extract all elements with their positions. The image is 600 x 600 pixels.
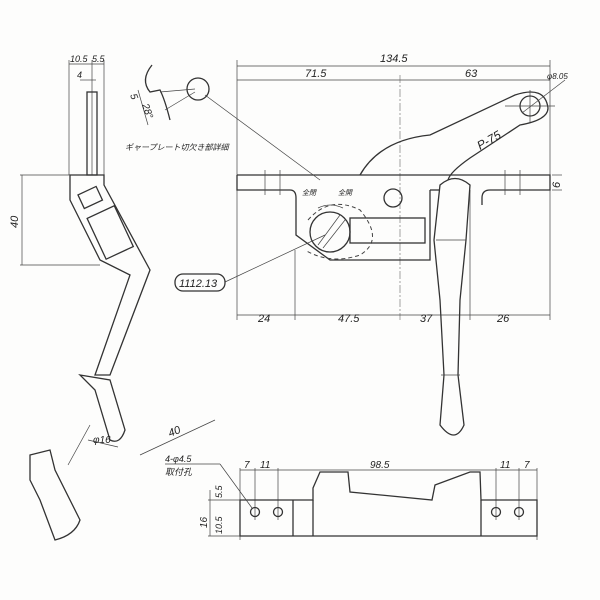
- lever-pitch: P-75: [475, 128, 504, 153]
- notch-detail: 5 28° ギャープレート切欠き部詳細: [125, 64, 231, 152]
- detail-caption: ギャープレート切欠き部詳細: [125, 143, 231, 152]
- detail-angle: 28°: [139, 101, 155, 120]
- dim-bottom-top-1: 7: [244, 460, 250, 471]
- dim-side-2: 16: [199, 516, 210, 528]
- detail-dim: 5: [127, 92, 139, 101]
- dim-right: 63: [465, 68, 478, 80]
- handle-length: 40: [167, 424, 184, 440]
- dim-bottom-top-4: 11: [500, 460, 510, 471]
- dim-bottom-top-5: 7: [524, 460, 530, 471]
- dim-top-a: 10.5: [70, 54, 89, 64]
- label-closed: 全閉: [302, 189, 317, 197]
- dim-bottom-1: 24: [257, 313, 270, 325]
- dim-overall-width: 134.5: [380, 53, 408, 65]
- bottom-view: 4-φ4.5 取付孔 7 11 98.5 11 7 5.5 16 10.5: [165, 454, 538, 540]
- side-view: 10.5 5.5 4 40 φ16 40: [9, 54, 216, 541]
- dim-bottom-4: 26: [496, 313, 510, 325]
- hole-spec: 4-φ4.5: [165, 454, 192, 464]
- side-height: 40: [9, 215, 21, 228]
- dim-inner: 4: [77, 70, 82, 80]
- plate-thickness: 6: [551, 181, 563, 188]
- top-view: 134.5 71.5 63 φ8.05 P-75 6 24 47.5 37 26…: [174, 53, 568, 436]
- dim-bottom-3: 37: [420, 313, 433, 325]
- dim-top-b: 5.5: [92, 54, 106, 64]
- hole-caption: 取付孔: [165, 467, 193, 477]
- handle-dia: φ16: [93, 435, 111, 446]
- hole-dia: φ8.05: [547, 72, 568, 81]
- dim-left: 71.5: [305, 68, 327, 80]
- dim-side-1: 5.5: [214, 484, 224, 498]
- dim-side-3: 10.5: [214, 515, 224, 534]
- dim-bottom-top-2: 11: [260, 460, 270, 471]
- part-callout: 1112.13: [179, 278, 218, 290]
- dim-bottom-top-3: 98.5: [370, 460, 390, 471]
- label-open: 全開: [338, 189, 353, 197]
- dim-bottom-2: 47.5: [338, 313, 360, 325]
